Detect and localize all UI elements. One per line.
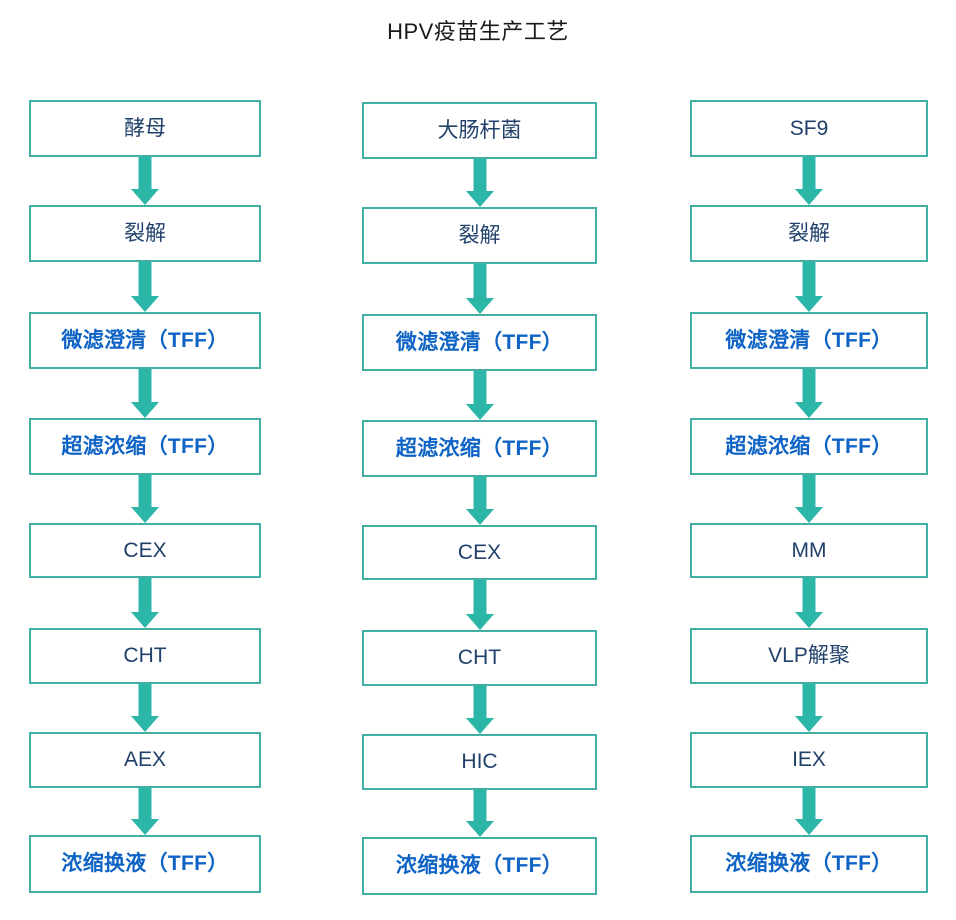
- arrow-col2-3-4: [450, 477, 510, 525]
- node-label: 酵母: [124, 116, 166, 140]
- node-col1-step7[interactable]: 浓缩换液（TFF）: [29, 835, 261, 893]
- arrow-col1-2-3: [115, 369, 175, 418]
- node-col3-step7[interactable]: 浓缩换液（TFF）: [690, 835, 928, 893]
- arrow-col2-1-2: [450, 264, 510, 314]
- arrow-col2-2-3: [450, 371, 510, 420]
- node-label: CHT: [123, 644, 167, 668]
- arrow-col3-4-5: [779, 578, 839, 628]
- arrow-col1-0-1: [115, 157, 175, 205]
- arrow-col2-0-1: [450, 159, 510, 207]
- node-label: IEX: [792, 748, 826, 772]
- arrow-col1-5-6: [115, 684, 175, 732]
- node-label: CEX: [123, 538, 167, 562]
- node-label: 裂解: [788, 221, 830, 245]
- node-col1-step6[interactable]: AEX: [29, 732, 261, 788]
- node-col3-step3[interactable]: 超滤浓缩（TFF）: [690, 418, 928, 475]
- node-label: 浓缩换液（TFF）: [395, 854, 564, 878]
- node-col1-step2[interactable]: 微滤澄清（TFF）: [29, 312, 261, 369]
- arrow-col3-3-4: [779, 475, 839, 523]
- node-label: 大肠杆菌: [437, 118, 522, 142]
- arrow-col2-6-7: [450, 790, 510, 837]
- node-label: 超滤浓缩（TFF）: [725, 434, 893, 458]
- page-title: HPV疫苗生产工艺: [387, 19, 569, 44]
- node-label: 微滤澄清（TFF）: [61, 328, 229, 352]
- node-col2-step0[interactable]: 大肠杆菌: [362, 102, 597, 159]
- node-label: 超滤浓缩（TFF）: [395, 436, 564, 460]
- node-col2-step2[interactable]: 微滤澄清（TFF）: [362, 314, 597, 371]
- node-label: HIC: [461, 750, 498, 774]
- arrow-col2-4-5: [450, 580, 510, 630]
- arrow-col3-5-6: [779, 684, 839, 732]
- node-col1-step4[interactable]: CEX: [29, 523, 261, 578]
- node-col2-step3[interactable]: 超滤浓缩（TFF）: [362, 420, 597, 477]
- node-col3-step5[interactable]: VLP解聚: [690, 628, 928, 684]
- arrow-col2-5-6: [450, 686, 510, 734]
- node-label: MM: [791, 538, 827, 562]
- node-col1-step0[interactable]: 酵母: [29, 100, 261, 157]
- node-label: 微滤澄清（TFF）: [725, 328, 893, 352]
- node-col1-step5[interactable]: CHT: [29, 628, 261, 684]
- node-col2-step1[interactable]: 裂解: [362, 207, 597, 264]
- node-col2-step6[interactable]: HIC: [362, 734, 597, 790]
- node-col3-step2[interactable]: 微滤澄清（TFF）: [690, 312, 928, 369]
- node-col1-step3[interactable]: 超滤浓缩（TFF）: [29, 418, 261, 475]
- arrow-col3-0-1: [779, 157, 839, 205]
- node-label: AEX: [123, 748, 167, 772]
- node-col2-step7[interactable]: 浓缩换液（TFF）: [362, 837, 597, 895]
- node-label: CEX: [457, 540, 502, 564]
- node-label: 浓缩换液（TFF）: [725, 852, 893, 876]
- node-col2-step5[interactable]: CHT: [362, 630, 597, 686]
- node-label: 裂解: [458, 223, 501, 247]
- node-col2-step4[interactable]: CEX: [362, 525, 597, 580]
- node-col1-step1[interactable]: 裂解: [29, 205, 261, 262]
- node-label: 裂解: [124, 221, 166, 245]
- arrow-col1-1-2: [115, 262, 175, 312]
- arrow-col3-6-7: [779, 788, 839, 835]
- node-col3-step1[interactable]: 裂解: [690, 205, 928, 262]
- node-label: 微滤澄清（TFF）: [395, 330, 564, 354]
- node-label: SF9: [789, 116, 829, 140]
- arrow-col3-1-2: [779, 262, 839, 312]
- node-label: CHT: [457, 646, 502, 670]
- arrow-col1-4-5: [115, 578, 175, 628]
- node-label: 超滤浓缩（TFF）: [61, 434, 229, 458]
- node-col3-step4[interactable]: MM: [690, 523, 928, 578]
- node-col3-step6[interactable]: IEX: [690, 732, 928, 788]
- arrow-col3-2-3: [779, 369, 839, 418]
- node-col3-step0[interactable]: SF9: [690, 100, 928, 157]
- arrow-col1-6-7: [115, 788, 175, 835]
- arrow-col1-3-4: [115, 475, 175, 523]
- node-label: 浓缩换液（TFF）: [61, 852, 229, 876]
- node-label: VLP解聚: [768, 644, 850, 668]
